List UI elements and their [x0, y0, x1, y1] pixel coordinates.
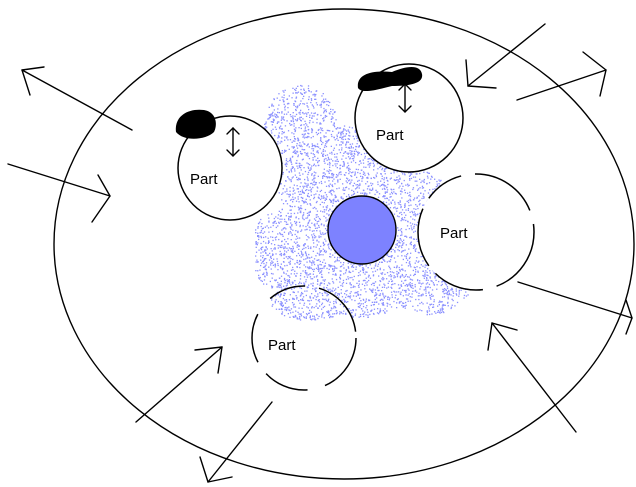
- arrow-icon: [135, 346, 223, 423]
- arrow-icon: [487, 322, 577, 433]
- double-arrow-icon: [398, 83, 412, 113]
- part-circle-2: [354, 63, 464, 173]
- arrow-icon: [465, 23, 546, 89]
- arrow-icon: [516, 51, 607, 101]
- arrow-icon: [199, 401, 273, 483]
- part-node-3: Part: [417, 173, 535, 291]
- outer-ellipse: [53, 8, 635, 480]
- part-node-1: Part: [175, 109, 283, 221]
- part-label-1: Part: [190, 171, 218, 188]
- arrow-icon: [517, 281, 633, 335]
- center-circle: [327, 195, 397, 265]
- part-node-2: Part: [354, 63, 464, 173]
- part-node-4: Part: [251, 285, 357, 391]
- part-label-3: Part: [440, 225, 468, 242]
- double-arrow-icon: [226, 127, 240, 157]
- arrow-icon: [7, 163, 111, 223]
- part-label-4: Part: [268, 337, 296, 354]
- arrow-icon: [21, 66, 133, 131]
- cap-blob-1: [175, 109, 216, 139]
- part-circle-4: [251, 285, 357, 391]
- part-circle-1: [177, 115, 283, 221]
- part-circle-3: [417, 173, 535, 291]
- part-label-2: Part: [376, 127, 404, 144]
